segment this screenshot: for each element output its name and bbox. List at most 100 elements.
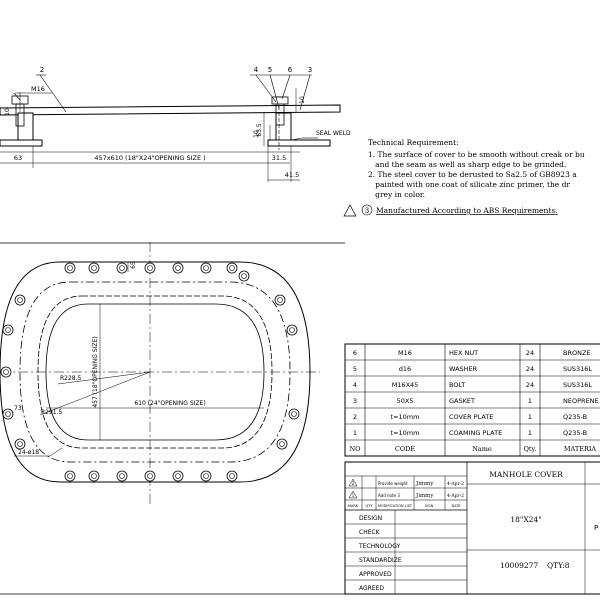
approval-label: TECHNOLOGY — [358, 543, 401, 550]
bom-no: 1 — [353, 429, 357, 437]
bom-material: SUS316L — [563, 381, 592, 389]
bolt-hole-inner — [175, 473, 181, 479]
bom-material: BRONZE — [563, 349, 591, 357]
bom-no: 4 — [353, 381, 357, 389]
bolt-hole — [2, 324, 14, 336]
bolt-hole-inner — [229, 265, 235, 271]
bom-qty: 1 — [528, 429, 532, 437]
label-24-holes: 24-ø18 — [18, 449, 39, 456]
bom-qty: 24 — [526, 349, 534, 357]
bolt-hole-inner — [291, 411, 297, 417]
callout-6: 6 — [288, 66, 293, 74]
bolt-circle-line — [19, 281, 291, 463]
dim-line-r291 — [39, 371, 151, 416]
dim-31-5: 31.5 — [272, 154, 286, 162]
bolt-hole — [88, 262, 100, 274]
flange-outer-edge — [0, 261, 311, 483]
drawing-size: 18"X24" — [510, 515, 541, 524]
rev-mark: 2 — [352, 481, 355, 486]
bolt-hole — [64, 262, 76, 274]
bolt-hole — [64, 470, 76, 482]
technical-requirements: Technical Requirement: 1. The surface of… — [343, 138, 585, 217]
revision-triangle-icon — [343, 204, 357, 217]
bolt-hole-inner — [119, 473, 125, 479]
partial-label: P — [594, 524, 598, 532]
bom-spec: t=10mm — [391, 413, 420, 421]
rev-date: 4-Apr-2 — [447, 493, 464, 499]
bolt-hole-inner — [91, 265, 97, 271]
bolt-hole-inner — [203, 473, 209, 479]
bom-header-code: CODE — [395, 445, 416, 453]
bom-material: Q235-B — [563, 413, 587, 421]
bom-name: COVER PLATE — [449, 413, 493, 421]
bolt-holes — [0, 262, 300, 482]
rev-desc: Add note 3 — [378, 493, 400, 498]
left-coaming-section — [17, 112, 34, 142]
bom-material: NEOPRENE — [563, 397, 599, 405]
tech-req-line: and the seam as well as sharp edge to be… — [368, 160, 566, 169]
rev-header: QTY — [365, 504, 373, 508]
tech-req-line: 2. The steel cover to be derusted to Sa2… — [368, 170, 577, 179]
bolt-hole-inner — [147, 265, 153, 271]
bolt-hole-inner — [17, 441, 23, 447]
rev-header: MARK — [348, 504, 359, 508]
bolt-hole — [144, 262, 156, 274]
bolt-hole — [172, 262, 184, 274]
bom-qty: 24 — [526, 365, 534, 373]
label-m16: M16 — [31, 85, 45, 93]
leader-seal-weld-tip — [291, 137, 303, 141]
bolt-hole-inner — [229, 473, 235, 479]
leader-5 — [269, 74, 280, 109]
bolt-hole-inner — [3, 369, 9, 375]
bom-spec: M16 — [398, 349, 412, 357]
right-coaming-section — [275, 112, 292, 142]
dim-r228-5: R228.5 — [60, 375, 82, 382]
bolt-hole-inner — [17, 297, 23, 303]
dim-r291-5: R291.5 — [41, 409, 63, 416]
bom-header-name: Name — [472, 445, 492, 453]
note-number: 3 — [365, 207, 369, 215]
bolt-hole — [274, 294, 286, 306]
callout-2: 2 — [40, 66, 44, 74]
approval-label: AGREED — [359, 585, 384, 592]
bom-qty: 24 — [526, 381, 534, 389]
revision-triangle-icon — [348, 490, 358, 499]
bom-header-material: MATERIA — [564, 445, 597, 453]
tech-req-line: painted with one coat of silicate zinc p… — [368, 180, 570, 189]
leader-holes — [49, 447, 63, 457]
drawing-number: 10009277 — [500, 561, 538, 570]
bolt-hole-inner — [147, 473, 153, 479]
bolt-hole-inner — [91, 473, 97, 479]
bolt-hole — [200, 470, 212, 482]
bolt-hole — [14, 294, 26, 306]
bolt-hole — [0, 366, 12, 378]
bom-no: 5 — [353, 365, 357, 373]
plan-view: 457 (18"OPENING SIZE) 610 (24"OPENING SI… — [0, 242, 320, 505]
bom-name: HEX NUT — [449, 349, 478, 357]
leader-3 — [299, 74, 311, 111]
note-circle-icon — [361, 204, 373, 216]
bolt-hole — [116, 262, 128, 274]
bom-spec: M16X45 — [392, 381, 419, 389]
deck-plate-section — [267, 139, 331, 147]
rev-mark: 1 — [352, 493, 355, 498]
approval-label: STANDARDIZE — [359, 557, 402, 564]
bom-frame — [344, 343, 600, 457]
dim-10b: 10 — [253, 130, 260, 138]
leader-m16 — [13, 92, 21, 101]
dim-610-opening: 610 (24"OPENING SIZE) — [134, 400, 205, 407]
bolt-hole — [276, 438, 288, 450]
bolt-hole — [238, 270, 250, 282]
bolt-hole — [2, 408, 14, 420]
bolt-hole — [286, 324, 298, 336]
title-block-frame — [344, 461, 600, 595]
rev-desc: Provide weight — [378, 481, 408, 486]
bom-material: Q235-B — [563, 429, 587, 437]
bom-name: COAMING PLATE — [449, 429, 502, 437]
approval-label: CHECK — [359, 529, 381, 536]
bolt-hole-inner — [203, 265, 209, 271]
bom-name: WASHER — [449, 365, 478, 373]
